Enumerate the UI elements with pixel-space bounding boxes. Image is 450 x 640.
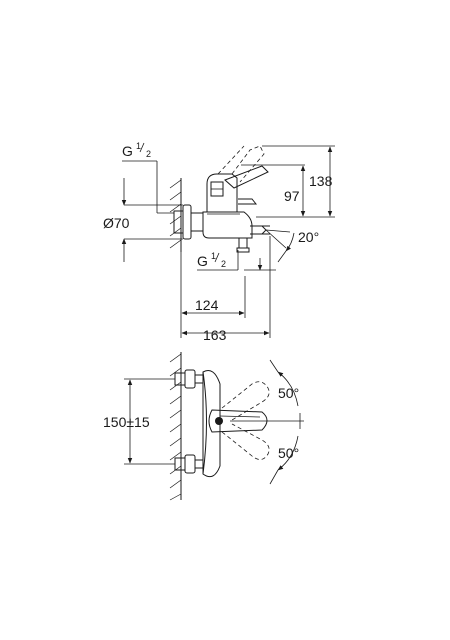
thread-top-base: G xyxy=(122,143,133,159)
connector-upper xyxy=(174,369,204,389)
mixer-body-front xyxy=(202,370,221,478)
diameter-dimension: Ø70 xyxy=(103,178,183,262)
angle-down-label: 50° xyxy=(278,445,299,461)
connector-lower xyxy=(174,454,204,474)
angle-arcs: 50° 50° xyxy=(230,359,304,485)
thread-top-sup: 1 xyxy=(136,141,141,151)
wall-connector-side xyxy=(173,204,204,240)
thread-bottom-sup: 1 xyxy=(211,251,216,261)
wall-front xyxy=(169,352,182,501)
height-dimensions: 97 138 xyxy=(241,145,335,218)
outlet-side xyxy=(236,225,270,253)
depth-124-label: 124 xyxy=(195,297,219,313)
thread-top-sub: 2 xyxy=(146,149,151,159)
depth-163-label: 163 xyxy=(203,327,227,343)
spacing-label: 150±15 xyxy=(103,414,150,430)
spacing-dimension: 150±15 xyxy=(103,378,175,465)
lever-front xyxy=(208,409,268,433)
spout-angle-label: 20° xyxy=(298,229,319,245)
thread-label-bottom: G 1 2 xyxy=(197,250,276,271)
spout-angle: 20° xyxy=(265,229,319,263)
thread-label-top: G 1 2 xyxy=(122,141,151,159)
lever-side xyxy=(206,165,269,212)
front-view: 50° 50° 150±15 xyxy=(103,352,304,501)
height-138-label: 138 xyxy=(309,173,333,189)
lever-cap xyxy=(215,417,223,425)
mixer-body-side xyxy=(202,211,253,239)
wall-side xyxy=(169,178,182,252)
diameter-label: Ø70 xyxy=(103,215,130,231)
height-97-label: 97 xyxy=(284,188,300,204)
angle-up-label: 50° xyxy=(278,385,299,401)
thread-bottom-base: G xyxy=(197,253,208,269)
lever-rotated-outlines xyxy=(221,381,270,460)
lever-raised-outline xyxy=(217,145,265,183)
depth-dimensions: 124 163 xyxy=(180,236,271,343)
side-view: G 1 2 Ø70 97 138 xyxy=(103,141,335,343)
thread-bottom-sub: 2 xyxy=(221,259,226,269)
